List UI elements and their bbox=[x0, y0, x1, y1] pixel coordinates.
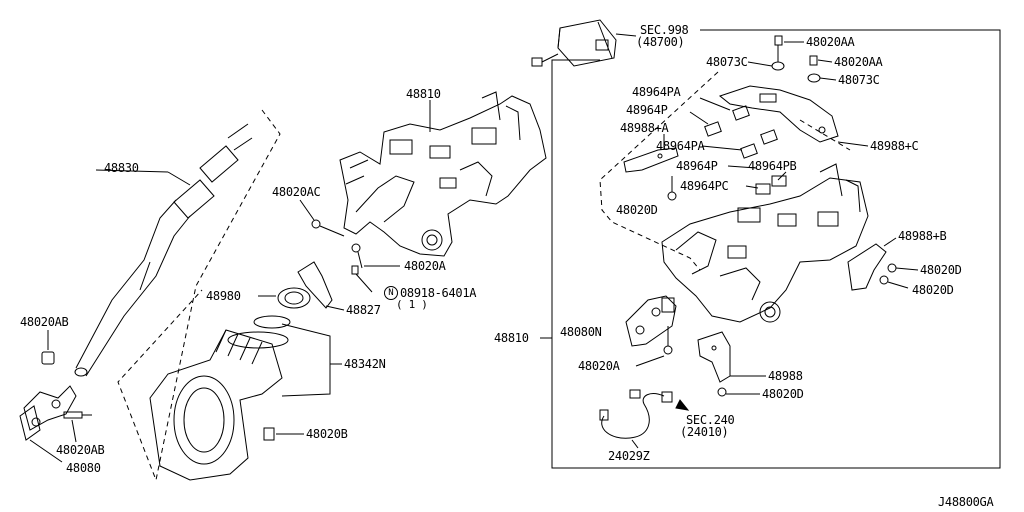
grommet-48980 bbox=[277, 287, 311, 309]
label-48020AC: 48020AC bbox=[272, 185, 321, 199]
leader-48080 bbox=[29, 439, 63, 463]
leader-48342N bbox=[281, 323, 331, 397]
bolt-48020D-d bbox=[717, 387, 727, 397]
label-48020D-b: 48020D bbox=[920, 263, 962, 277]
label-48073C-a: 48073C bbox=[706, 55, 748, 69]
label-48988A: 48988+A bbox=[620, 121, 669, 135]
leader-48830b bbox=[95, 169, 169, 173]
label-48827: 48827 bbox=[346, 303, 381, 317]
label-48020A-top: 48020A bbox=[404, 259, 446, 273]
label-48964PB: 48964PB bbox=[748, 159, 797, 173]
joint-48080N bbox=[625, 295, 677, 347]
label-48964PA-a: 48964PA bbox=[632, 85, 681, 99]
label-48020AA-b: 48020AA bbox=[834, 55, 883, 69]
bracket-48827 bbox=[297, 261, 333, 309]
bracket-48988A bbox=[623, 147, 679, 173]
label-48988C: 48988+C bbox=[870, 139, 919, 153]
pads-48964 bbox=[704, 105, 787, 195]
label-48020AB-a: 48020AB bbox=[20, 315, 69, 329]
label-sec998: SEC.998 bbox=[640, 23, 689, 37]
column-cover bbox=[149, 329, 289, 481]
label-48830: 48830 bbox=[104, 161, 139, 175]
label-48020D-d: 48020D bbox=[762, 387, 804, 401]
seal-ring bbox=[253, 315, 291, 329]
label-48342N: 48342N bbox=[344, 357, 386, 371]
shaft-dash-outline bbox=[117, 109, 281, 482]
steering-shaft bbox=[74, 123, 253, 377]
label-24029Z: 24029Z bbox=[608, 449, 650, 463]
label-48988: 48988 bbox=[768, 369, 803, 383]
bolt-48020A bbox=[351, 243, 361, 253]
label-sec240-sub: (24010) bbox=[680, 425, 729, 439]
label-48964P-b: 48964P bbox=[676, 159, 718, 173]
label-48020A-right: 48020A bbox=[578, 359, 620, 373]
label-48810: 48810 bbox=[406, 87, 441, 101]
n-mark-icon: N bbox=[384, 286, 398, 300]
label-bolt-n: 08918-6401A bbox=[400, 286, 477, 300]
label-48020AA-a: 48020AA bbox=[806, 35, 855, 49]
bracket-48988 bbox=[697, 331, 731, 383]
label-48810-right: 48810 bbox=[494, 331, 529, 345]
label-48020AB-b: 48020AB bbox=[56, 443, 105, 457]
universal-joint bbox=[19, 351, 92, 441]
bracket-48988C bbox=[718, 85, 839, 143]
label-48080N: 48080N bbox=[560, 325, 602, 339]
control-module-sec998 bbox=[531, 19, 617, 67]
label-48073C-b: 48073C bbox=[838, 73, 880, 87]
bolt-48020AC bbox=[311, 219, 321, 229]
label-sec240: SEC.240 bbox=[686, 413, 735, 427]
label-48020B: 48020B bbox=[306, 427, 348, 441]
leader-sec998 bbox=[615, 33, 637, 37]
column-assembly-right bbox=[661, 163, 869, 323]
leader-48830 bbox=[167, 171, 191, 186]
label-48964PA-b: 48964PA bbox=[656, 139, 705, 153]
label-48980: 48980 bbox=[206, 289, 241, 303]
label-48964P-a: 48964P bbox=[626, 103, 668, 117]
bracket-48988B bbox=[847, 243, 887, 291]
label-bolt-n-qty: ( 1 ) bbox=[396, 298, 428, 311]
clip-48020B bbox=[263, 427, 275, 441]
bolt-48020D-a bbox=[667, 191, 677, 201]
diagram-code: J48800GA bbox=[938, 495, 994, 509]
label-48020D-c: 48020D bbox=[912, 283, 954, 297]
column-assembly-left bbox=[339, 91, 547, 257]
label-48020D-a: 48020D bbox=[616, 203, 658, 217]
bolt-48020A-r bbox=[663, 345, 673, 355]
leader-48020AB-b bbox=[71, 419, 77, 443]
label-sec998-sub: (48700) bbox=[636, 35, 685, 49]
label-48964PC: 48964PC bbox=[680, 179, 729, 193]
label-48080: 48080 bbox=[66, 461, 101, 475]
label-48988B: 48988+B bbox=[898, 229, 947, 243]
harness-24029Z bbox=[599, 389, 690, 439]
assembly-frame bbox=[551, 29, 1001, 469]
